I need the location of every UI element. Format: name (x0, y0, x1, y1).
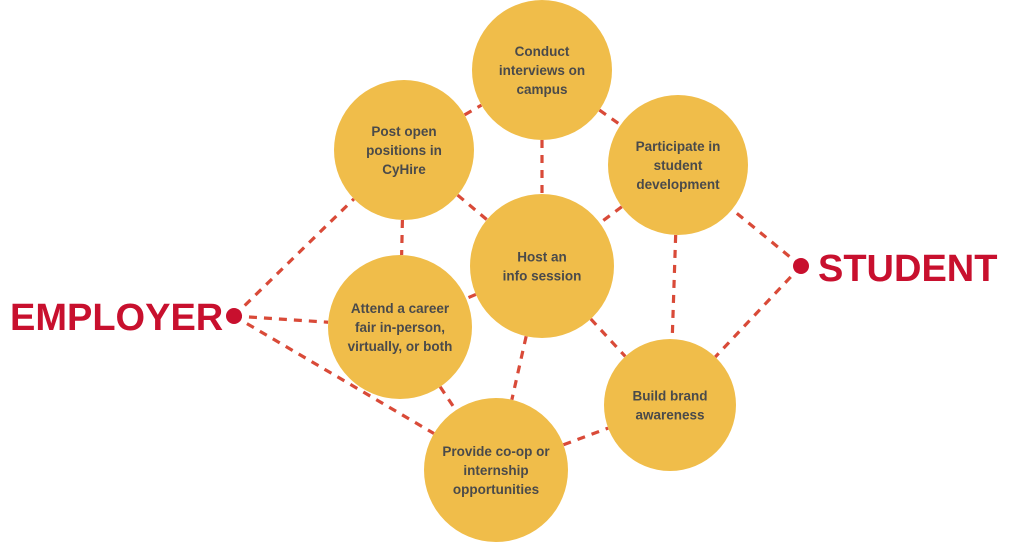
node-label-line: Attend a career (351, 301, 450, 316)
node-label-line: info session (503, 269, 582, 284)
connector-coop-brand (562, 426, 609, 447)
node-coop: Provide co-op or internship opportunities (424, 398, 568, 542)
connector-info-career (465, 292, 477, 301)
node-post: Post open positions in CyHire (334, 80, 474, 220)
connector-info-coop (510, 335, 528, 401)
node-label-line: student (654, 158, 703, 173)
connector-post-info (456, 193, 488, 221)
node-brand: Build brand awareness (604, 339, 736, 471)
node-label-line: Provide co-op or (442, 444, 550, 459)
connector-participate-info (598, 205, 623, 225)
connector-career-coop (438, 385, 458, 412)
connector-student-brand (714, 264, 803, 359)
connector-post-career (400, 219, 405, 256)
student-dot (793, 258, 809, 274)
node-circle (424, 398, 568, 542)
node-career: Attend a career fair in-person, virtually,… (328, 255, 472, 399)
node-circle (472, 0, 612, 140)
connector-student-participate (731, 208, 803, 268)
endpoints: EMPLOYER STUDENT (10, 248, 997, 339)
node-info: Host an info session (470, 194, 614, 338)
node-label-line: virtually, or both (348, 339, 453, 354)
node-participate: Participate in student development (608, 95, 748, 235)
node-circle (334, 80, 474, 220)
connector-employer-post (232, 197, 356, 318)
node-circle (328, 255, 472, 399)
employer-dot (226, 308, 242, 324)
node-label-line: internship (463, 463, 528, 478)
connector-interviews-participate (598, 108, 622, 127)
node-label-line: Participate in (636, 139, 721, 154)
connector-info-brand (589, 317, 627, 358)
node-label-line: Host an (517, 250, 567, 265)
node-circle (604, 339, 736, 471)
node-label-line: development (636, 177, 720, 192)
node-label-line: positions in (366, 143, 442, 158)
node-label-line: CyHire (382, 162, 426, 177)
node-label-line: Build brand (633, 389, 708, 404)
connectors (232, 103, 803, 447)
employer-label: EMPLOYER (10, 297, 223, 339)
connector-participate-brand (670, 234, 678, 340)
connector-post-interviews (463, 103, 483, 117)
node-label-line: Post open (371, 124, 436, 139)
student-label: STUDENT (818, 248, 997, 290)
node-label-line: awareness (635, 408, 704, 423)
node-circle (470, 194, 614, 338)
node-label-line: opportunities (453, 482, 539, 497)
node-label-line: interviews on (499, 63, 585, 78)
node-circle (608, 95, 748, 235)
node-label-line: Conduct (515, 44, 570, 59)
node-label-line: fair in-person, (355, 320, 445, 335)
connector-employer-career (233, 314, 329, 324)
node-label-line: campus (516, 82, 567, 97)
node-interviews: Conduct interviews on campus (472, 0, 612, 140)
